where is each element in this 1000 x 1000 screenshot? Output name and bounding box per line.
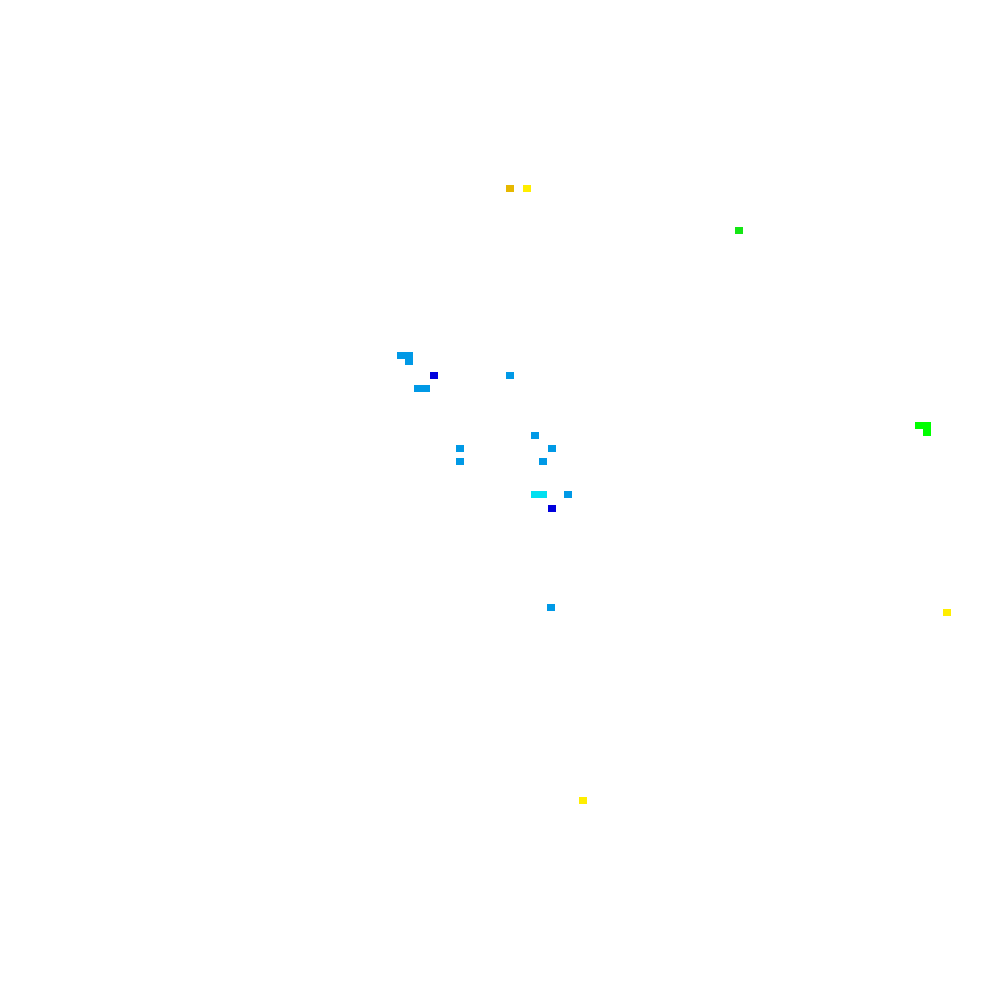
yellow-pixel	[579, 797, 587, 804]
bright-green-pixel	[915, 422, 931, 429]
blue-pixel	[564, 491, 572, 498]
blue-pixel	[405, 358, 413, 365]
yellow-pixel	[523, 185, 531, 192]
blue-pixel	[539, 458, 547, 465]
blue-pixel	[506, 372, 514, 379]
blue-pixel	[414, 385, 430, 392]
cyan-pixel	[531, 491, 547, 498]
yellow-pixel	[943, 609, 951, 616]
green-pixel	[735, 227, 743, 234]
blue-pixel	[548, 445, 556, 452]
dark-blue-pixel	[430, 372, 438, 379]
blue-pixel	[456, 458, 464, 465]
blue-pixel	[456, 445, 464, 452]
blue-pixel	[547, 604, 555, 611]
blue-pixel	[397, 352, 413, 359]
bright-green-pixel	[923, 429, 931, 436]
dark-blue-pixel	[548, 505, 556, 512]
blue-pixel	[531, 432, 539, 439]
amber-pixel	[506, 185, 514, 192]
